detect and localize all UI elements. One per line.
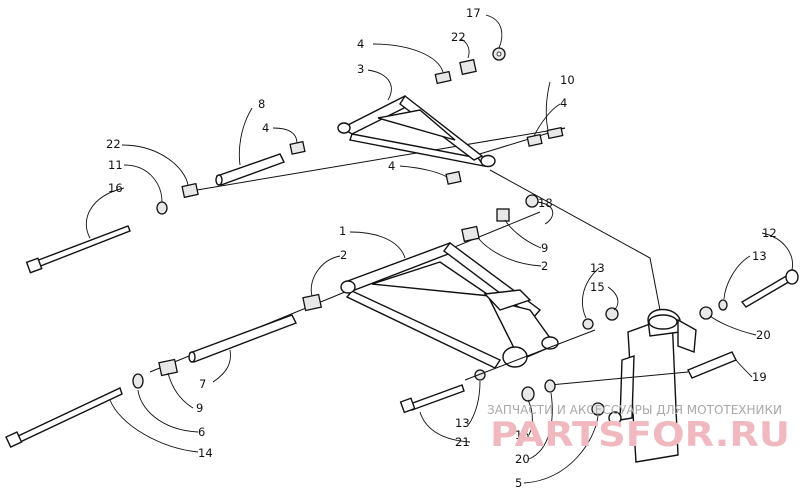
lower-a-arm-assembly: [5, 194, 559, 448]
bushing-4-right: [526, 133, 543, 147]
bolt-16: [25, 225, 131, 274]
callout-9-top: 9: [541, 241, 548, 255]
sleeve-10: [546, 126, 564, 140]
callout-4-left: 4: [262, 121, 269, 135]
washer-11: [156, 201, 168, 215]
nut-20-upper: [699, 306, 713, 320]
callout-17: 17: [466, 6, 481, 20]
sleeve-8: [215, 153, 285, 186]
spacer-22-left: [181, 182, 199, 199]
washer-13-lower: [474, 369, 486, 381]
upper-a-arm-assembly: [25, 47, 566, 274]
callout-22-top: 22: [451, 30, 466, 44]
callout-19: 19: [752, 370, 767, 384]
bolt-21: [399, 384, 465, 414]
callout-1: 1: [339, 224, 346, 238]
callout-2-right: 2: [541, 259, 548, 273]
leader-lines: [85, 14, 793, 484]
callout-16: 16: [108, 181, 123, 195]
bolt-14: [5, 387, 123, 448]
callout-22-left: 22: [106, 137, 121, 151]
washer-20-lower: [544, 379, 556, 393]
callout-13-upper: 13: [590, 261, 605, 275]
watermark: ЗАПЧАСТИ И АКСЕССУАРЫ ДЛЯ МОТОТЕХНИКИ PA…: [487, 403, 790, 455]
callout-4-lower: 4: [388, 159, 395, 173]
bushing-2-top: [461, 225, 480, 243]
callout-4-top: 4: [357, 37, 364, 51]
nut-17: [492, 47, 506, 61]
spacer-9-left: [158, 358, 179, 377]
bushing-4-lower: [445, 170, 462, 185]
lower-a-arm: [340, 242, 559, 369]
callout-18: 18: [538, 196, 553, 210]
callout-6: 6: [198, 425, 205, 439]
pin-19: [687, 351, 737, 379]
callout-12: 12: [762, 226, 777, 240]
callout-13-right: 13: [752, 249, 767, 263]
callout-labels: 17 22 4 3 8 4 22 11 16 10 4 4 1 2 18 9 2…: [106, 6, 777, 490]
callout-15-upper: 15: [590, 280, 605, 294]
callout-20-right: 20: [756, 328, 771, 342]
callout-4-right: 4: [560, 96, 567, 110]
bolt-12: [740, 269, 799, 308]
spacer-9-top: [496, 208, 510, 222]
sleeve-7: [188, 314, 297, 363]
watermark-caption: ЗАПЧАСТИ И АКСЕССУАРЫ ДЛЯ МОТОТЕХНИКИ: [487, 403, 782, 417]
watermark-brand: PARTSFOR.RU: [490, 415, 790, 455]
callout-14: 14: [198, 446, 213, 460]
callout-8: 8: [258, 97, 265, 111]
bushing-4-left: [289, 140, 306, 155]
washer-6: [132, 373, 144, 389]
callout-7: 7: [199, 377, 206, 391]
shock-absorber: [608, 308, 697, 463]
nut-15-lower: [521, 386, 535, 402]
upper-a-arm: [337, 94, 496, 168]
washer-13-upper: [718, 299, 728, 311]
callout-9-left: 9: [196, 401, 203, 415]
washer-15: [605, 307, 619, 321]
bushing-4-top: [434, 70, 452, 85]
callout-11: 11: [108, 158, 123, 172]
callout-10: 10: [560, 73, 575, 87]
callout-5: 5: [515, 476, 522, 490]
callout-21: 21: [455, 435, 470, 449]
callout-3: 3: [357, 62, 364, 76]
callout-15-lower: 15: [515, 428, 530, 442]
spacer-22-top: [459, 58, 477, 76]
callout-2-left: 2: [340, 248, 347, 262]
bushing-2-left: [302, 293, 323, 312]
nut-18: [525, 194, 539, 208]
nut-13: [582, 318, 594, 330]
spacer-5: [591, 402, 605, 416]
callout-20-lower: 20: [515, 452, 530, 466]
callout-13-lower: 13: [455, 416, 470, 430]
shock-absorber-assembly: [399, 169, 799, 463]
